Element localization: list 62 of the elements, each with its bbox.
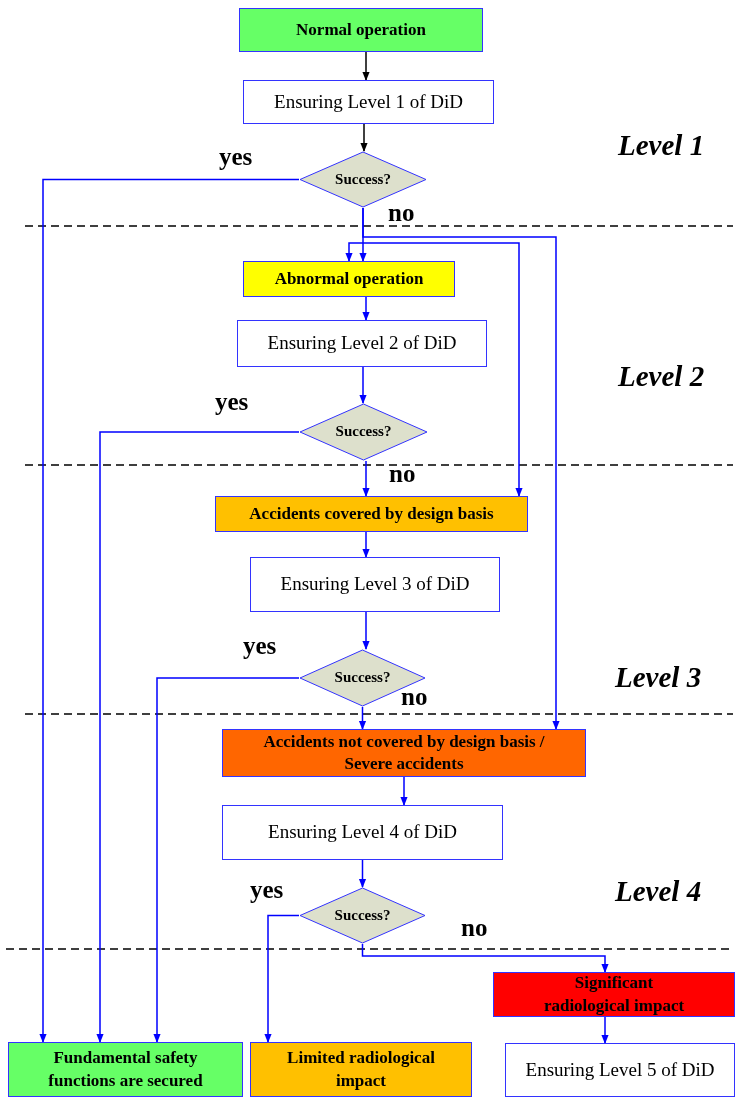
arrow <box>362 611 370 650</box>
level-label: Level 1 <box>618 131 705 160</box>
node-text: Ensuring Level 2 of DiD <box>267 331 457 356</box>
node-text: Success? <box>335 422 392 442</box>
arrow <box>264 914 300 1043</box>
process-box <box>237 320 487 367</box>
node-text: Normal operation <box>296 18 426 41</box>
node-text: Ensuring Level 5 of DiD <box>525 1057 715 1082</box>
edge-label: no <box>460 915 489 940</box>
arrow <box>358 706 367 730</box>
state-box <box>493 972 735 1017</box>
arrow <box>360 123 368 152</box>
arrow <box>345 242 523 497</box>
state-box <box>215 496 528 532</box>
edge-label: yes <box>214 389 250 414</box>
arrow <box>361 943 609 973</box>
state-box <box>250 1042 472 1097</box>
process-box <box>222 805 503 860</box>
arrow <box>362 207 560 730</box>
node-text: Ensuring Level 4 of DiD <box>268 820 457 845</box>
state-box <box>222 729 586 777</box>
node-text: Ensuring Level 3 of DiD <box>280 572 470 597</box>
arrow <box>153 677 300 1043</box>
edge-label: no <box>387 200 416 225</box>
level-label: Level 2 <box>618 362 705 391</box>
arrow <box>362 51 370 81</box>
arrow <box>359 366 367 404</box>
node-text: Success? <box>335 169 391 189</box>
node-text: Accidents not covered by design basis / Severe accidents <box>262 730 546 775</box>
process-box <box>250 557 500 612</box>
node-text: Success? <box>334 905 391 925</box>
state-box <box>8 1042 243 1097</box>
level-label: Level 3 <box>615 663 702 692</box>
node-text: Significant radiological impact <box>542 972 686 1017</box>
decision-diamond <box>299 151 427 208</box>
node-text: Fundamental safety functions are secured <box>47 1047 204 1092</box>
edge-label: yes <box>242 633 278 658</box>
level-label: Level 4 <box>615 877 702 906</box>
state-box <box>239 8 483 52</box>
arrow <box>601 1016 609 1044</box>
arrow <box>96 431 300 1043</box>
process-box <box>243 80 494 124</box>
edge-label: yes <box>218 144 254 169</box>
node-text: Abnormal operation <box>274 267 424 290</box>
arrow <box>362 296 370 321</box>
node-text: Limited radiological impact <box>286 1047 436 1092</box>
decision-diamond <box>299 403 428 461</box>
edge-label: no <box>400 684 429 709</box>
node-text: Ensuring Level 1 of DiD <box>274 89 463 114</box>
arrow <box>358 859 367 888</box>
state-box <box>243 261 455 297</box>
edge-label: no <box>388 461 417 486</box>
arrow <box>362 460 370 497</box>
arrow <box>39 178 300 1043</box>
decision-diamond <box>299 887 426 944</box>
process-box <box>505 1043 735 1097</box>
arrow <box>362 531 370 558</box>
arrow <box>400 776 408 806</box>
node-text: Accidents covered by design basis <box>249 502 494 525</box>
edge-label: yes <box>249 877 285 902</box>
node-text: Success? <box>334 668 391 688</box>
decision-diamond <box>299 649 426 707</box>
